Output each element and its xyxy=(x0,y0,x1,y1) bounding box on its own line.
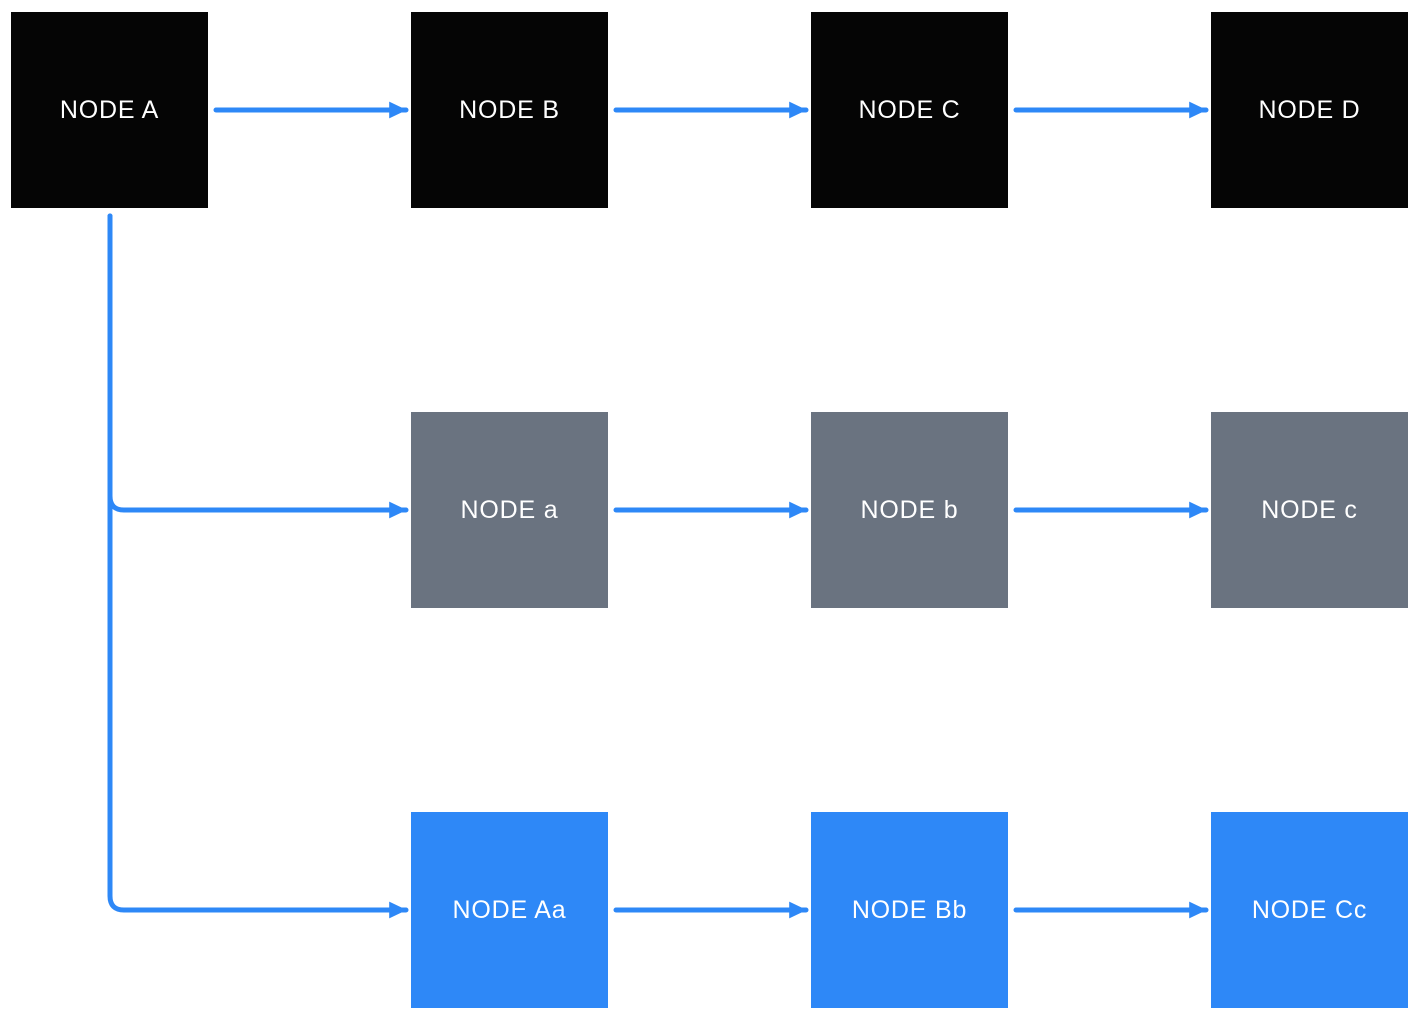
node-cc: NODE Cc xyxy=(1211,812,1408,1008)
node-a-lower: NODE a xyxy=(411,412,608,608)
node-c-lower: NODE c xyxy=(1211,412,1408,608)
node-b: NODE B xyxy=(411,12,608,208)
node-bb: NODE Bb xyxy=(811,812,1008,1008)
node-b-lower: NODE b xyxy=(811,412,1008,608)
edge-node-a-to-node-a-lower-branch-arrow xyxy=(107,213,409,519)
node-c: NODE C xyxy=(811,12,1008,208)
node-aa: NODE Aa xyxy=(411,812,608,1008)
node-a: NODE A xyxy=(11,12,208,208)
node-d: NODE D xyxy=(1211,12,1408,208)
edge-node-a-to-node-aa-branch-arrow xyxy=(107,213,409,919)
